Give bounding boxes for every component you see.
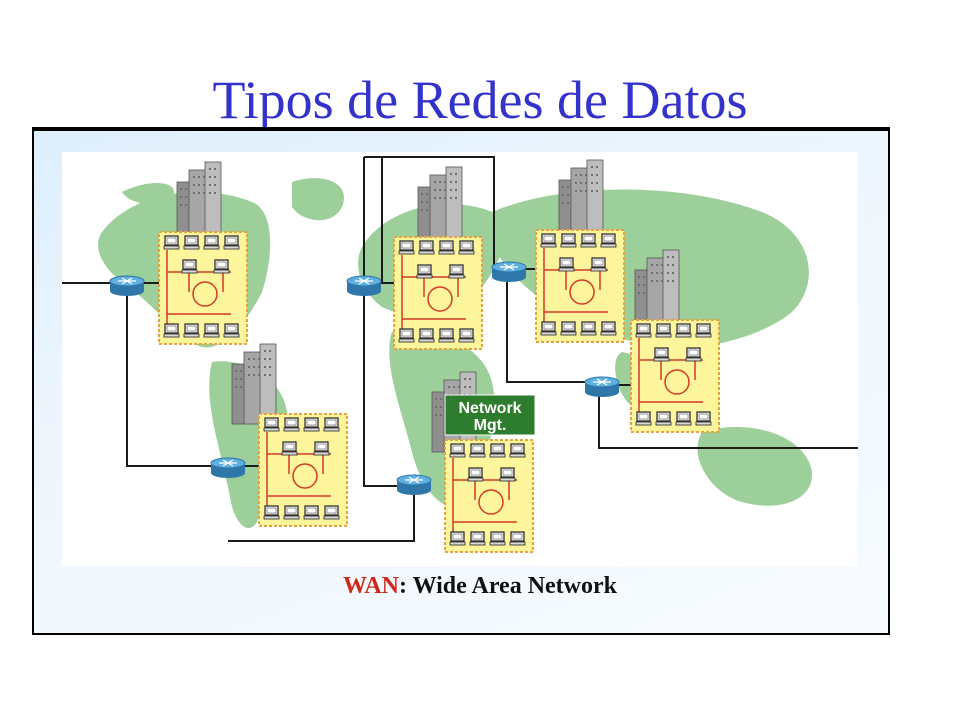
router-north-america [109, 275, 145, 297]
site-russia-west [536, 159, 624, 342]
router-europe [346, 275, 382, 297]
router-south-america [210, 457, 246, 479]
caption-text: : Wide Area Network [399, 573, 617, 599]
caption-acronym: WAN [343, 573, 400, 599]
network-management-label-line2: Mgt. [474, 417, 507, 434]
router-africa [396, 474, 432, 496]
site-europe [394, 166, 482, 349]
network-management-label-line1: Network [458, 400, 521, 417]
slide-title: Tipos de Redes de Datos [212, 70, 748, 130]
network-management-label-bg [444, 394, 536, 436]
site-africa-management: Network Mgt. [431, 371, 536, 552]
diagram-caption: WAN: Wide Area Network [0, 573, 960, 600]
router-russia-west [491, 261, 527, 283]
wan-diagram: Network Mgt. [62, 152, 858, 566]
router-russia-east [584, 376, 620, 398]
